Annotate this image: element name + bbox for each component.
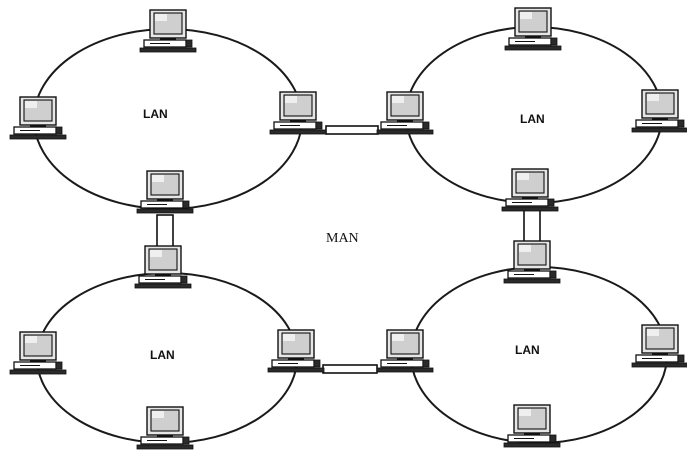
desktop-computer-icon <box>631 324 687 368</box>
lan-label-bottom-right: LAN <box>515 343 540 357</box>
desktop-computer-icon <box>501 168 559 212</box>
desktop-computer-icon <box>376 91 434 135</box>
desktop-computer-icon <box>269 91 327 135</box>
bridge-link-top <box>325 125 379 135</box>
desktop-computer-icon <box>631 89 687 133</box>
desktop-computer-icon <box>136 406 194 450</box>
desktop-computer-icon <box>267 329 325 373</box>
desktop-computer-icon <box>503 240 561 284</box>
bridge-link-bottom <box>322 364 378 374</box>
desktop-computer-icon <box>136 170 194 214</box>
desktop-computer-icon <box>376 329 434 373</box>
man-label: MAN <box>326 231 359 246</box>
lan-label-top-left: LAN <box>143 107 168 121</box>
lan-label-top-right: LAN <box>520 112 545 126</box>
desktop-computer-icon <box>134 245 192 289</box>
desktop-computer-icon <box>9 331 67 375</box>
desktop-computer-icon <box>9 96 67 140</box>
lan-label-bottom-left: LAN <box>150 348 175 362</box>
desktop-computer-icon <box>139 9 197 53</box>
desktop-computer-icon <box>503 404 561 448</box>
